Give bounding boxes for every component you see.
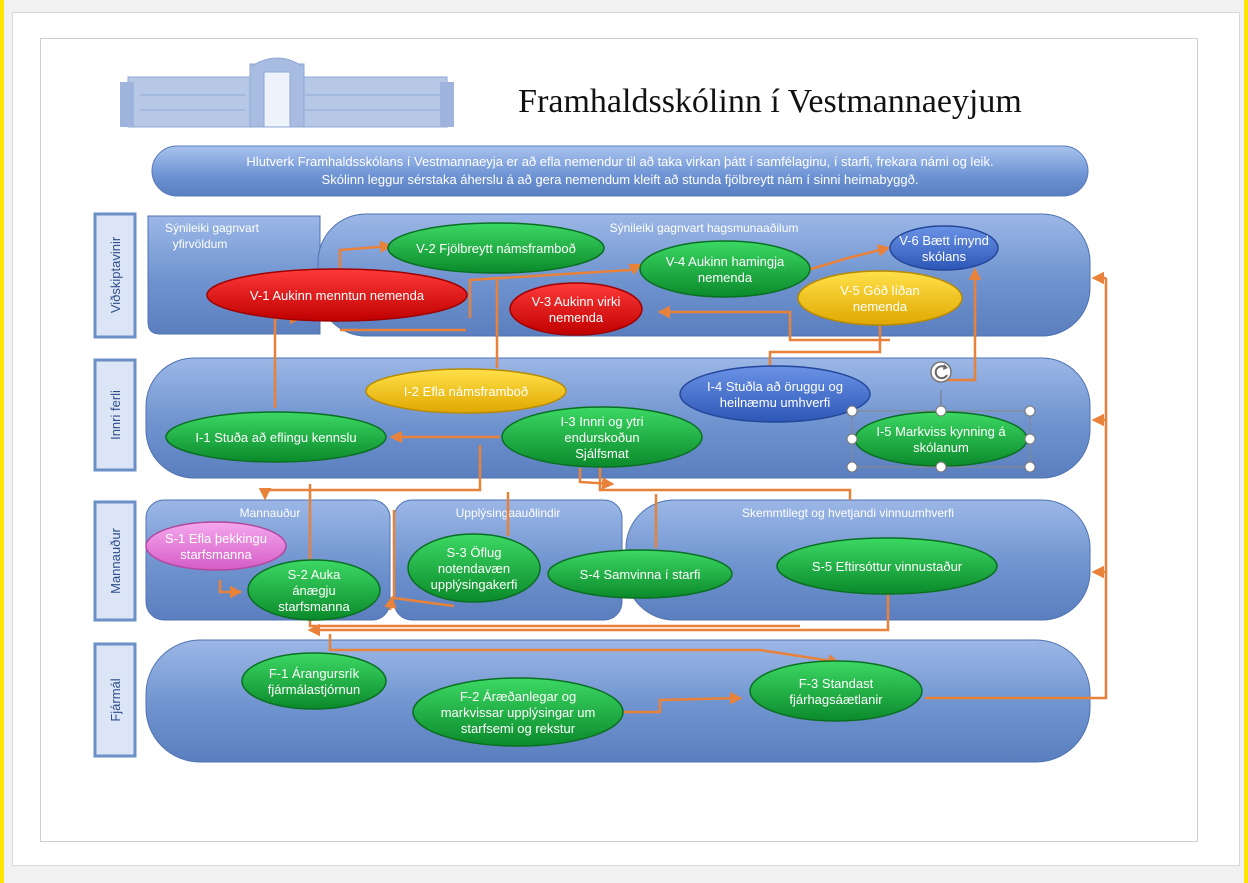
- band-label-stakeholders: Sýnileiki gagnvart hagsmunaaðilum: [610, 221, 799, 235]
- node-i5-label-2: skólanum: [913, 440, 969, 455]
- perspective-finance: Fjármál: [108, 678, 123, 721]
- perspective-customers: Viðskiptavinir: [108, 236, 123, 313]
- node-f1-label-2: fjármálastjórnun: [268, 682, 361, 697]
- node-i3-shape: [501, 406, 703, 468]
- perspective-labels: [93, 212, 137, 758]
- node-v1-label-1: V-1 Aukinn menntun nemenda: [250, 288, 425, 303]
- node-i2[interactable]: I-2 Efla námsframboð: [365, 368, 567, 414]
- band-label-authorities-1: Sýnileiki gagnvart: [165, 221, 260, 235]
- node-i4-label-2: heilnæmu umhverfi: [720, 395, 831, 410]
- node-s3-shape: [407, 533, 541, 603]
- node-s2-label-3: starfsmanna: [278, 599, 350, 614]
- node-v4-shape: [639, 240, 811, 298]
- node-i3-label-1: I-3 Innri og ytri: [560, 414, 643, 429]
- node-i5-shape: [854, 411, 1028, 467]
- perspective-learning: Mannauður: [108, 527, 123, 593]
- node-s3-label-3: upplýsingakerfi: [431, 577, 518, 592]
- node-v6-shape: [889, 225, 999, 271]
- node-i1[interactable]: I-1 Stuða að eflingu kennslu: [165, 411, 387, 463]
- left-yellow-bar: [0, 0, 4, 883]
- band-label-authorities-2: yfirvöldum: [173, 237, 228, 251]
- node-i4-label-1: I-4 Stuðla að öruggu og: [707, 379, 843, 394]
- node-s3-label-1: S-3 Öflug: [447, 545, 502, 560]
- node-v5-shape: [797, 270, 963, 326]
- node-v6-label-2: skólans: [922, 249, 967, 264]
- node-s1-label-1: S-1 Efla þekkingu: [165, 531, 267, 546]
- node-f2-label-1: F-2 Áræðanlegar og: [460, 689, 576, 704]
- node-i5-label-1: I-5 Markviss kynning á: [876, 424, 1006, 439]
- node-s4[interactable]: S-4 Samvinna í starfi: [547, 549, 733, 599]
- node-f1-shape: [241, 652, 387, 710]
- node-s1-shape: [145, 521, 287, 571]
- node-s3-label-2: notendavæn: [438, 561, 510, 576]
- node-v1-shape: [206, 268, 468, 322]
- node-f2-label-2: markvissar upplýsingar um: [441, 705, 596, 720]
- node-v2-shape: [387, 222, 605, 274]
- node-s5[interactable]: S-5 Eftirsóttur vinnustaður: [776, 537, 998, 595]
- node-v2-label-1: V-2 Fjölbreytt námsframboð: [416, 241, 576, 256]
- node-s5-shape: [776, 537, 998, 595]
- node-v4-label-2: nemenda: [698, 270, 753, 285]
- node-f2-label-3: starfsemi og rekstur: [461, 721, 576, 736]
- node-i3-label-2: endurskoðun: [564, 430, 639, 445]
- node-v3-shape: [509, 282, 643, 336]
- node-s2-label-1: S-2 Auka: [288, 567, 342, 582]
- node-v5-label-2: nemenda: [853, 299, 908, 314]
- perspective-internal: Innri ferli: [108, 390, 123, 440]
- node-v1[interactable]: V-1 Aukinn menntun nemenda: [206, 268, 468, 322]
- node-f3-label-1: F-3 Standast: [799, 676, 874, 691]
- node-v2[interactable]: V-2 Fjölbreytt námsframboð: [387, 222, 605, 274]
- node-f1-label-1: F-1 Árangursrík: [269, 666, 360, 681]
- mission-line-1: Hlutverk Framhaldsskólans í Vestmannaeyj…: [246, 154, 993, 169]
- node-f2-shape: [412, 677, 624, 747]
- node-s4-label-1: S-4 Samvinna í starfi: [580, 567, 701, 582]
- right-yellow-bar: [1244, 0, 1248, 883]
- node-i1-label-1: I-1 Stuða að eflingu kennslu: [195, 430, 356, 445]
- node-s4-shape: [547, 549, 733, 599]
- node-f3-label-2: fjárhagsáætlanir: [789, 692, 883, 707]
- node-s2-shape: [247, 559, 381, 621]
- band-label-human: Mannauður: [240, 506, 301, 520]
- band-label-work: Skemmtilegt og hvetjandi vinnuumhverfi: [742, 506, 954, 520]
- selection-handles[interactable]: [846, 361, 1036, 473]
- node-i2-shape: [365, 368, 567, 414]
- node-i1-shape: [165, 411, 387, 463]
- node-s5-label-1: S-5 Eftirsóttur vinnustaður: [812, 559, 963, 574]
- node-v3-label-2: nemenda: [549, 310, 604, 325]
- node-i2-label-1: I-2 Efla námsframboð: [404, 384, 528, 399]
- connector-arrows: [218, 236, 1108, 714]
- node-v5-label-1: V-5 Góð líðan: [840, 283, 920, 298]
- node-f3-shape: [749, 660, 923, 722]
- node-i4-shape: [679, 365, 871, 423]
- rotate-handle-icon[interactable]: [930, 361, 952, 383]
- node-v3-label-1: V-3 Aukinn virki: [532, 294, 621, 309]
- node-v6-label-1: V-6 Bætt ímynd: [899, 233, 989, 248]
- node-i3-label-3: Sjálfsmat: [575, 446, 629, 461]
- mission-banner: [151, 145, 1089, 197]
- node-s1-label-2: starfsmanna: [180, 547, 252, 562]
- school-logo: [120, 57, 454, 128]
- mission-line-2: Skólinn leggur sérstaka áherslu á að ger…: [322, 172, 919, 187]
- node-v4-label-1: V-4 Aukinn hamingja: [666, 254, 785, 269]
- node-s2-label-2: ánægju: [292, 583, 335, 598]
- page-title: Framhaldsskólinn í Vestmannaeyjum: [518, 83, 1022, 120]
